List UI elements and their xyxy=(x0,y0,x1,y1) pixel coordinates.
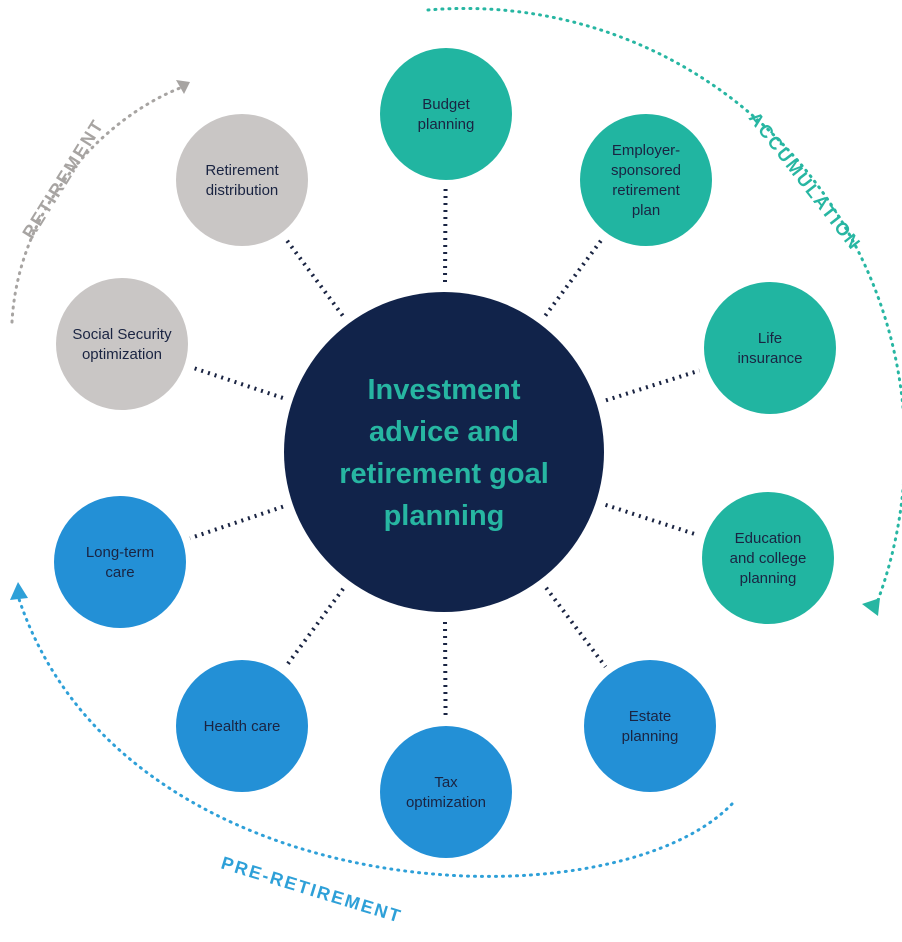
node-circle-employer-sponsored-retirement-plan xyxy=(580,114,712,246)
accumulation-arc xyxy=(426,6,902,602)
retirement-arrow-icon xyxy=(176,80,190,94)
pre-retirement-arc xyxy=(16,594,734,878)
node-health-care: Health care xyxy=(176,660,308,792)
connector-health-care xyxy=(284,587,345,668)
phase-label-retirement: RETIREMENT xyxy=(18,115,108,242)
connector-long-term-care xyxy=(189,504,284,541)
node-circle-social-security-optimization xyxy=(56,278,188,410)
node-label-health-care: Health care xyxy=(204,718,281,735)
retirement-arc xyxy=(10,86,182,324)
connector-retirement-distribution xyxy=(284,238,345,317)
connector-life-insurance xyxy=(605,368,701,403)
connector-tax-optimization xyxy=(443,621,448,719)
node-circle-tax-optimization xyxy=(380,726,512,858)
pre-retirement-arrow-icon xyxy=(10,582,28,600)
phase-label-pre-retirement: PRE-RETIREMENT xyxy=(219,853,405,927)
node-circle-life-insurance xyxy=(704,282,836,414)
connector-employer-sponsored-retirement-plan xyxy=(543,238,604,317)
center-circle xyxy=(284,292,604,612)
node-circle-health-care xyxy=(176,660,308,792)
phase-label-accumulation: ACCUMULATION xyxy=(745,108,865,254)
node-circle-retirement-distribution xyxy=(176,114,308,246)
node-circle-education-and-college-planning xyxy=(702,492,834,624)
connectors xyxy=(189,187,701,719)
connector-social-security-optimization xyxy=(191,365,284,400)
connector-estate-planning xyxy=(544,586,608,669)
connector-budget-planning xyxy=(443,187,448,283)
node-circle-budget-planning xyxy=(380,48,512,180)
node-circle-long-term-care xyxy=(54,496,186,628)
node-circle-estate-planning xyxy=(584,660,716,792)
phase-arcs xyxy=(10,6,902,878)
connector-education-and-college-planning xyxy=(604,502,699,537)
accumulation-arrow-icon xyxy=(862,598,880,616)
